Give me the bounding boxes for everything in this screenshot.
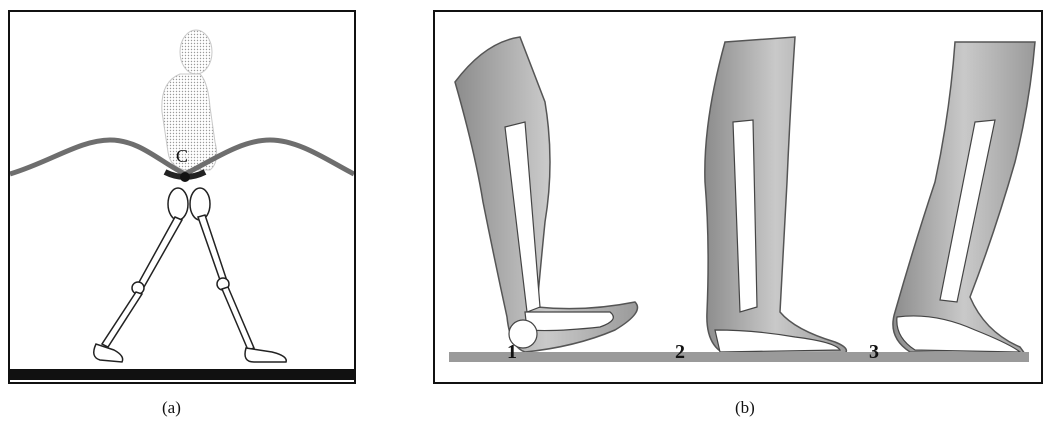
panel-b-caption: (b) [735, 398, 755, 418]
leg-stage-3 [893, 42, 1035, 354]
stage-label-3: 3 [869, 341, 879, 363]
ground-line [10, 369, 354, 380]
rear-leg-bones [94, 217, 182, 362]
leg-stage-1 [455, 37, 638, 352]
ground-surface [449, 352, 1029, 362]
foot-stage-illustration: 1 2 3 [435, 12, 1041, 382]
stage-label-2: 2 [675, 341, 685, 363]
center-of-mass-label: C [176, 146, 188, 166]
front-leg-bones [198, 215, 286, 362]
panel-a-caption: (a) [162, 398, 181, 418]
walking-skeleton-illustration: C [10, 12, 354, 382]
leg-stage-2 [705, 37, 847, 357]
panel-a-walking-figure: C [8, 10, 356, 384]
panel-b-foot-stages: 1 2 3 [433, 10, 1043, 384]
upper-body-silhouette [162, 30, 217, 170]
stage-label-1: 1 [507, 341, 517, 363]
center-of-mass-point [180, 172, 190, 182]
